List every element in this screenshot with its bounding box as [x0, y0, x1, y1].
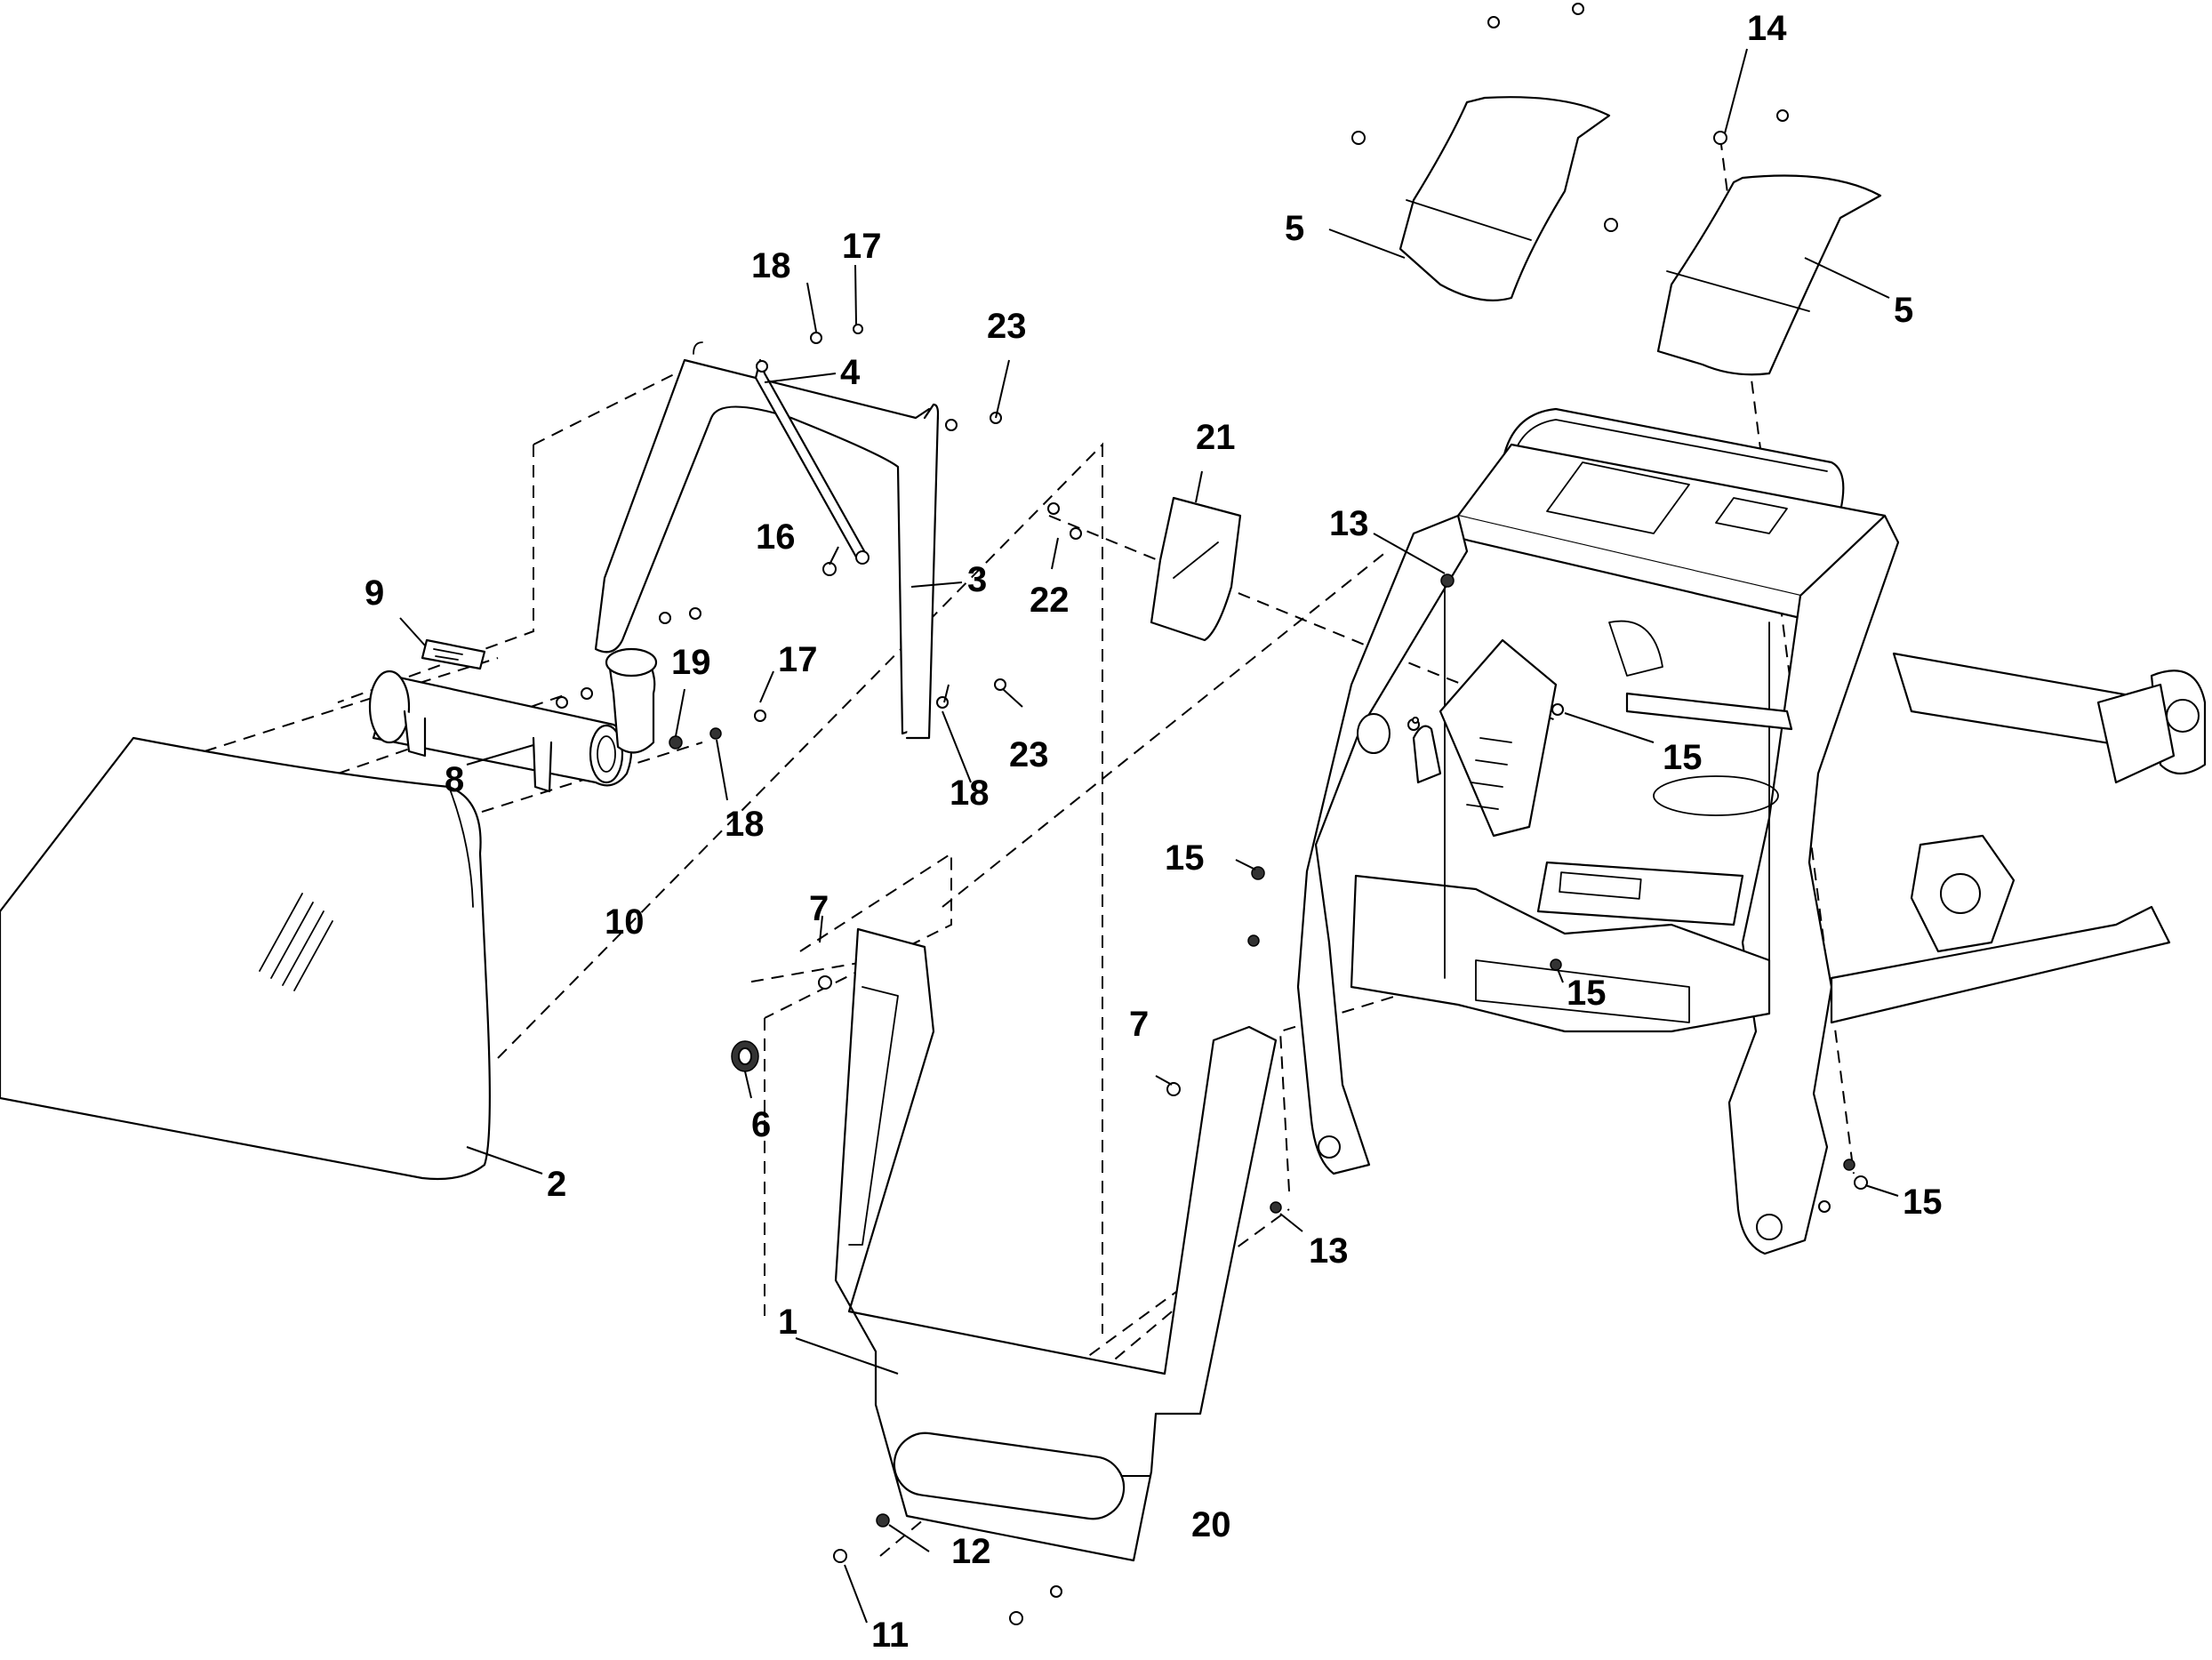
callout-15-left: 15 — [1165, 838, 1205, 878]
callout-9: 9 — [365, 573, 384, 613]
callout-18-top: 18 — [751, 246, 791, 285]
leader-lines — [399, 48, 1899, 1624]
callout-18-middle: 18 — [725, 805, 765, 844]
top-panel-right — [1656, 174, 1882, 376]
callout-6: 6 — [751, 1105, 771, 1144]
callout-13-bottom: 13 — [1309, 1231, 1349, 1271]
heat-shield-frame — [594, 341, 940, 740]
callout-7-right: 7 — [1129, 1005, 1149, 1044]
grommet — [605, 647, 658, 754]
callout-21: 21 — [1196, 418, 1236, 457]
callout-18-right: 18 — [950, 774, 990, 813]
cover-panel — [0, 736, 491, 1181]
callout-22: 22 — [1030, 581, 1070, 620]
callout-16: 16 — [756, 517, 796, 557]
lower-shield — [834, 927, 1278, 1562]
callouts: 1 2 3 4 5 5 6 7 7 8 9 10 11 12 13 13 14 … — [365, 9, 1943, 1655]
callout-14: 14 — [1747, 9, 1787, 48]
callout-13-top: 13 — [1329, 504, 1369, 543]
pivot-bracket — [1150, 496, 1242, 642]
label-plate — [421, 638, 486, 670]
top-panel-left — [1399, 96, 1611, 301]
callout-12: 12 — [951, 1532, 991, 1571]
callout-15-right: 15 — [1903, 1183, 1943, 1222]
callout-3: 3 — [967, 560, 987, 599]
callout-5-right: 5 — [1894, 291, 1913, 330]
callout-17-middle: 17 — [778, 640, 818, 679]
callout-15-middle: 15 — [1567, 974, 1607, 1013]
callout-5-left: 5 — [1285, 209, 1304, 248]
callout-4: 4 — [840, 353, 861, 392]
callout-20: 20 — [1191, 1505, 1231, 1544]
hardware — [556, 3, 1868, 1625]
callout-19: 19 — [671, 643, 711, 682]
callout-1: 1 — [778, 1303, 797, 1342]
callout-2: 2 — [547, 1165, 566, 1204]
callout-11: 11 — [871, 1616, 909, 1655]
callout-8: 8 — [445, 760, 464, 799]
callout-17-top: 17 — [842, 227, 882, 266]
callout-23-bottom: 23 — [1009, 735, 1049, 774]
muffler — [368, 670, 633, 793]
callout-10: 10 — [605, 902, 645, 942]
chassis-frame — [1296, 407, 2207, 1255]
callout-23-top: 23 — [987, 307, 1027, 346]
callout-15-center: 15 — [1663, 738, 1703, 777]
callout-7-left: 7 — [809, 889, 829, 928]
